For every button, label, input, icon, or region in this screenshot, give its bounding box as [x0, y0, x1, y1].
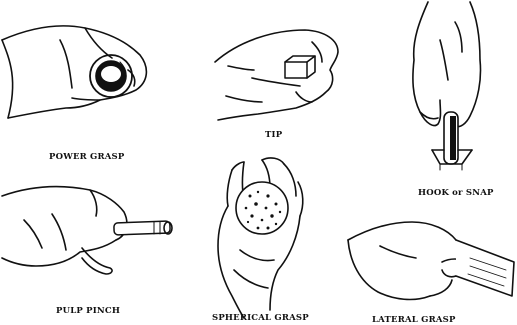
- power-grasp-hand-illustration: [2, 26, 146, 118]
- lateral-grasp-hand-illustration: [348, 222, 514, 299]
- hook-or-snap-label: HOOK or SNAP: [418, 188, 494, 198]
- pulp-pinch-hand-illustration: [2, 187, 172, 274]
- tip-pinch-hand-illustration: [215, 30, 338, 120]
- power-grasp-label: POWER GRASP: [49, 152, 125, 162]
- spherical-grasp-label: SPHERICAL GRASP: [212, 313, 309, 323]
- tip-label: TIP: [265, 130, 282, 140]
- pulp-pinch-label: PULP PINCH: [56, 306, 120, 316]
- lateral-grasp-label: LATERAL GRASP: [372, 315, 456, 325]
- hook-or-snap-hand-illustration: [413, 2, 481, 170]
- spherical-grasp-hand-illustration: [218, 158, 303, 318]
